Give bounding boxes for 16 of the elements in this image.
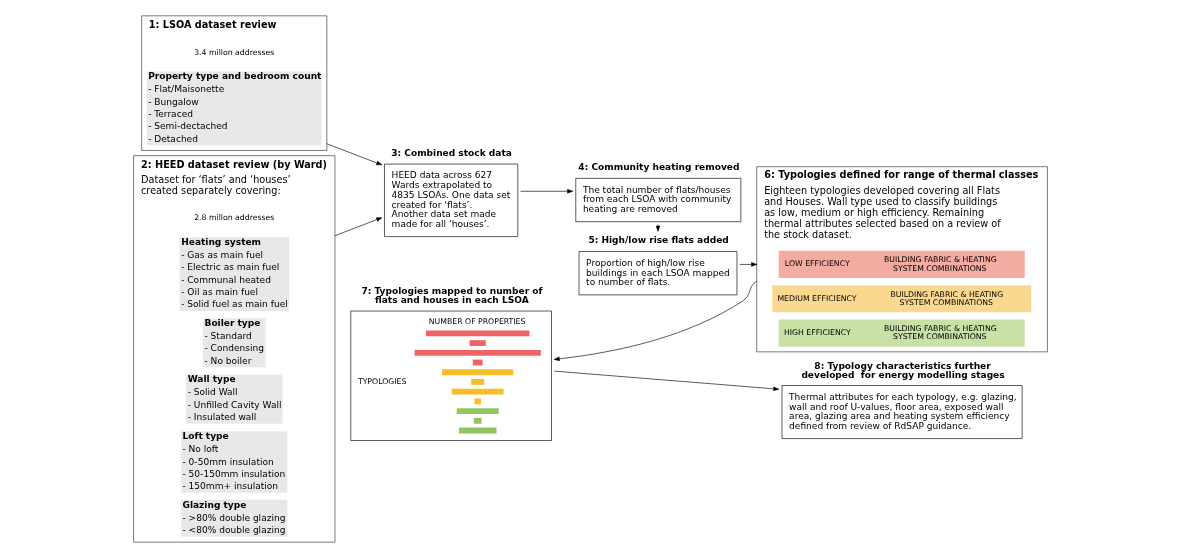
node-label: 4: Community heating removed — [577, 162, 739, 173]
node-label: 3: Combined stock data — [390, 147, 512, 158]
arrow — [326, 143, 382, 166]
node-label: 5: High/low rise flats added — [587, 235, 729, 246]
arrow — [519, 189, 573, 194]
node-box: Thermal attributes for each typology, e.g. glazing, wall and roof U-values, floor area, exposed wall area, glazing area and heating system efficiency defined from review of RdSAP guidance. — [781, 385, 1022, 439]
arrow — [334, 217, 382, 236]
node-box: The total number of flats/houses from each LSOA with community heating are removed — [574, 178, 741, 223]
arrow — [553, 280, 757, 361]
arrow — [655, 224, 660, 232]
node-box: HEED data across 627 Wards extrapolated to 4835 LSOAs. One data set created for ‘flats’. Another data set made made for all ‘houses’. — [383, 163, 518, 237]
node-label: 8: Typology characteristics further developed for energy modelling stages — [800, 360, 1005, 380]
node-label: 7: Typologies mapped to number of flats and houses in each LSOA — [360, 286, 542, 306]
node-box: Proportion of high/low rise buildings in each LSOA mapped to number of flats. — [578, 251, 737, 296]
arrow — [738, 262, 757, 267]
arrow — [553, 370, 779, 391]
